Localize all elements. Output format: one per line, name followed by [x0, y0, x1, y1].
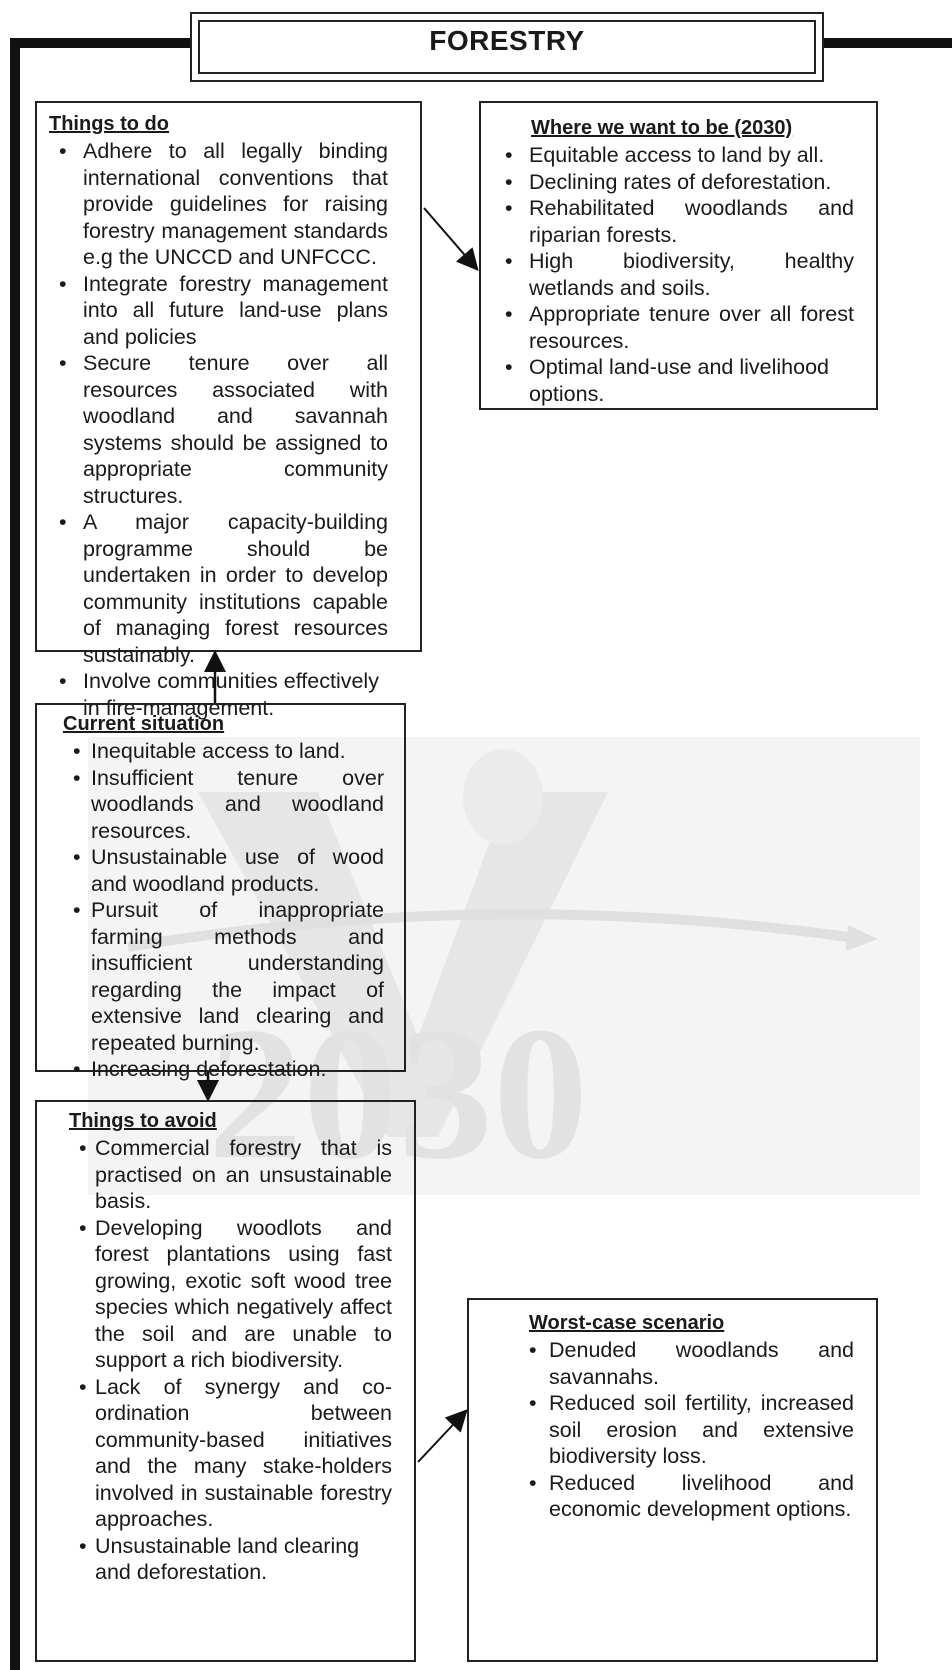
list-item: Insufficient tenure over woodlands and w… — [63, 765, 384, 845]
list-item: Reduced soil fertility, increased soil e… — [519, 1390, 854, 1470]
list-item: Adhere to all legally binding internatio… — [49, 138, 388, 271]
where-we-want-to-be-box: Where we want to be (2030) Equitable acc… — [479, 101, 878, 410]
title-inner-box: FORESTRY — [198, 20, 816, 74]
title-box: FORESTRY — [190, 12, 824, 82]
frame-top-right-line — [822, 38, 952, 48]
list-item: Inequitable access to land. — [63, 738, 384, 765]
list-item: Unsustainable land clearing and deforest… — [69, 1533, 392, 1586]
list-item: Rehabilitated woodlands and riparian for… — [495, 195, 854, 248]
things-to-avoid-heading: Things to avoid — [69, 1110, 217, 1132]
list-item: High biodiversity, healthy wetlands and … — [495, 248, 854, 301]
list-item: Secure tenure over all resources associa… — [49, 350, 388, 509]
current-situation-heading: Current situation — [63, 713, 225, 735]
page-title: FORESTRY — [429, 25, 585, 56]
frame-left-line — [10, 38, 20, 1670]
list-item: Equitable access to land by all. — [495, 142, 854, 169]
arrow-todo-to-where — [423, 207, 479, 272]
where-we-want-to-be-list: Equitable access to land by all. Declini… — [495, 142, 854, 407]
worst-case-scenario-list: Denuded woodlands and savannahs. Reduced… — [519, 1337, 854, 1523]
list-item: Unsustainable use of wood and woodland p… — [63, 844, 384, 897]
list-item: Optimal land-use and livelihood options. — [495, 354, 854, 407]
things-to-avoid-list: Commercial forestry that is practised on… — [69, 1135, 392, 1586]
list-item: Lack of synergy and co-ordination betwee… — [69, 1374, 392, 1533]
list-item: Integrate forestry management into all f… — [49, 271, 388, 351]
worst-case-scenario-box: Worst-case scenario Denuded woodlands an… — [467, 1298, 878, 1662]
list-item: A major capacity-building programme shou… — [49, 509, 388, 668]
list-item: Pursuit of inappropriate farming methods… — [63, 897, 384, 1056]
things-to-do-heading: Things to do — [49, 113, 169, 135]
list-item: Reduced livelihood and economic developm… — [519, 1470, 854, 1523]
where-we-want-to-be-heading: Where we want to be (2030) — [531, 117, 793, 139]
current-situation-list: Inequitable access to land. Insufficient… — [63, 738, 384, 1083]
things-to-do-list: Adhere to all legally binding internatio… — [49, 138, 388, 721]
things-to-avoid-box: Things to avoid Commercial forestry that… — [35, 1100, 416, 1662]
frame-top-left-line — [10, 38, 192, 48]
list-item: Developing woodlots and forest plantatio… — [69, 1215, 392, 1374]
list-item: Commercial forestry that is practised on… — [69, 1135, 392, 1215]
things-to-do-box: Things to do Adhere to all legally bindi… — [35, 101, 422, 720]
list-item: Denuded woodlands and savannahs. — [519, 1337, 854, 1390]
list-item: Declining rates of deforestation. — [495, 169, 854, 196]
list-item: Appropriate tenure over all forest resou… — [495, 301, 854, 354]
arrow-avoid-to-worst — [417, 1409, 468, 1463]
current-situation-box: Current situation Inequitable access to … — [35, 703, 406, 1082]
worst-case-scenario-heading: Worst-case scenario — [529, 1312, 725, 1334]
list-item: Involve communities effectively in fire-… — [49, 668, 388, 721]
